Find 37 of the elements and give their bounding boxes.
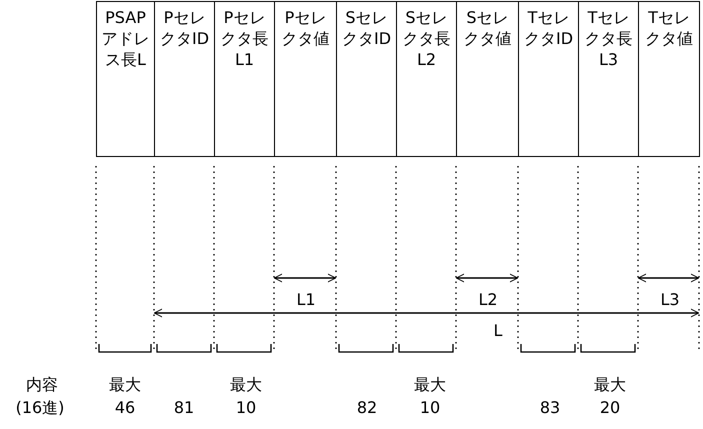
field-box (518, 1, 579, 157)
field-box (274, 1, 337, 157)
dimension-label: L2 (478, 292, 498, 308)
row-heading: (16進) (16, 400, 64, 416)
max-note: 最大 (230, 377, 262, 393)
field-name: Pセレクタ値 (280, 8, 330, 50)
value-label: 10 (236, 400, 256, 416)
field-name: PSAPアドレス長L (100, 8, 150, 70)
field-box (96, 1, 155, 157)
field-box (638, 1, 700, 157)
value-label: 20 (600, 400, 620, 416)
value-label: 81 (174, 400, 194, 416)
max-note: 最大 (109, 377, 141, 393)
row-heading: 内容 (26, 377, 58, 393)
field-name: PセレクタID (160, 8, 210, 50)
field-name: SセレクタID (342, 8, 392, 50)
field-box (154, 1, 215, 157)
max-note: 最大 (414, 377, 446, 393)
field-name: TセレクタID (524, 8, 574, 50)
field-name: Tセレクタ値 (644, 8, 694, 50)
field-name: Pセレクタ長L1 (220, 8, 270, 70)
field-box (578, 1, 639, 157)
value-label: 82 (356, 400, 378, 416)
field-name: Tセレクタ長L3 (584, 8, 634, 70)
dimension-label: L3 (660, 292, 680, 308)
field-box (396, 1, 457, 157)
max-note: 最大 (594, 377, 626, 393)
value-label: 83 (540, 400, 560, 416)
field-box (336, 1, 397, 157)
value-label: 46 (114, 400, 136, 416)
field-box (214, 1, 275, 157)
field-box (456, 1, 519, 157)
field-name: Sセレクタ長L2 (402, 8, 452, 70)
dimension-label: L1 (296, 292, 316, 308)
field-name: Sセレクタ値 (462, 8, 512, 50)
value-label: 10 (420, 400, 440, 416)
dimension-label: L (494, 323, 502, 339)
